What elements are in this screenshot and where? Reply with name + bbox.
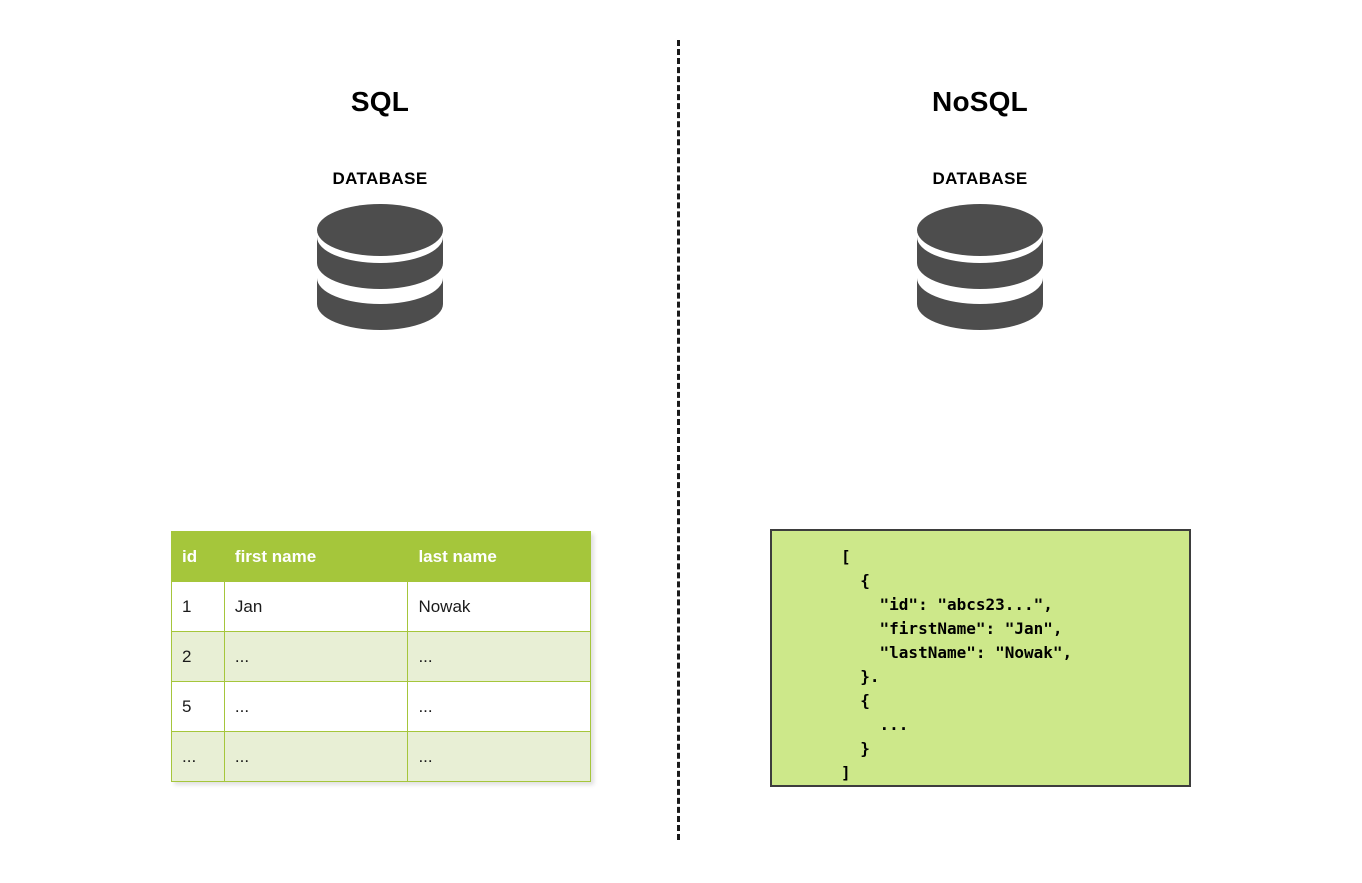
nosql-database-label: DATABASE (932, 169, 1028, 188)
nosql-panel-title: NoSQL (932, 86, 1028, 117)
table-row: 1 Jan Nowak (171, 581, 591, 632)
cell-first-name: ... (223, 631, 409, 682)
sql-database-icon-wrapper (80, 200, 680, 332)
cell-first-name: ... (223, 731, 409, 782)
nosql-panel: NoSQL DATABASE [ { "id": "abcs23...", "f… (680, 0, 1280, 883)
cell-id: 5 (171, 681, 225, 732)
vertical-dashed-divider (677, 40, 680, 840)
cell-last-name: ... (407, 631, 591, 682)
database-cylinder-icon (917, 204, 1043, 330)
table-header-row: id first name last name (171, 531, 591, 582)
table-row: 2 ... ... (171, 631, 591, 682)
sql-panel: SQL DATABASE id first name last name (80, 0, 680, 883)
column-header-id: id (171, 531, 225, 582)
column-header-first-name: first name (223, 531, 409, 582)
cell-id: 2 (171, 631, 225, 682)
table-row: ... ... ... (171, 731, 591, 782)
cell-id: 1 (171, 581, 225, 632)
nosql-json-code-block: [ { "id": "abcs23...", "firstName": "Jan… (770, 529, 1191, 787)
cell-first-name: Jan (223, 581, 409, 632)
table-row: 5 ... ... (171, 681, 591, 732)
column-header-last-name: last name (407, 531, 591, 582)
cell-last-name: ... (407, 681, 591, 732)
nosql-database-icon-wrapper (680, 200, 1280, 332)
cell-first-name: ... (223, 681, 409, 732)
sql-database-label: DATABASE (332, 169, 428, 188)
sql-panel-title: SQL (350, 86, 410, 117)
nosql-json-code-text: [ { "id": "abcs23...", "firstName": "Jan… (841, 547, 1073, 782)
database-cylinder-icon (317, 204, 443, 330)
cell-last-name: ... (407, 731, 591, 782)
cell-last-name: Nowak (407, 581, 591, 632)
sql-records-table: id first name last name 1 Jan Nowak 2 ..… (171, 531, 591, 782)
cell-id: ... (171, 731, 225, 782)
